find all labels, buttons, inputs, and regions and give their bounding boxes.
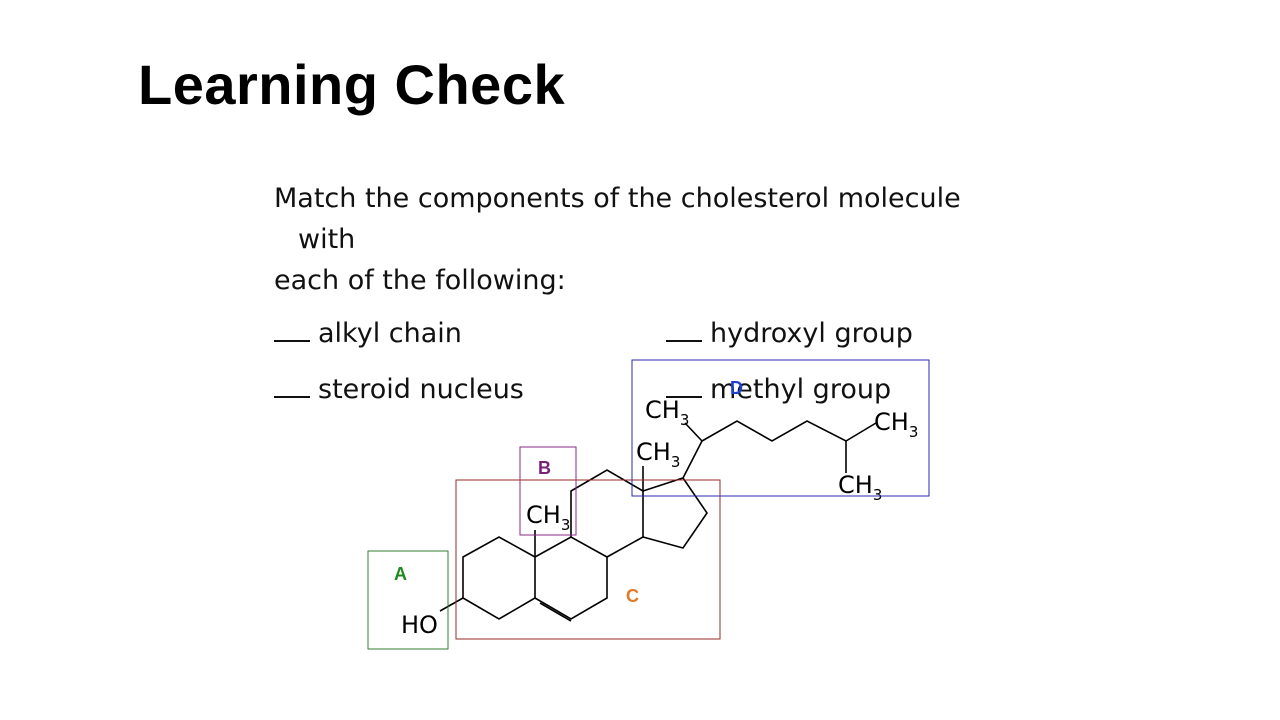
item-steroid-nucleus: steroid nucleus: [274, 374, 524, 405]
answer-blank: [666, 339, 702, 342]
label-b: B: [538, 458, 551, 478]
ch-text: CH: [838, 471, 873, 499]
instruction-line-3: each of the following:: [274, 265, 566, 296]
item-label: hydroxyl group: [710, 318, 913, 349]
item-label: steroid nucleus: [318, 374, 524, 405]
item-hydroxyl-group: hydroxyl group: [666, 318, 913, 349]
ch-text: CH: [645, 396, 680, 424]
label-c: C: [626, 586, 639, 606]
item-label: alkyl chain: [318, 318, 462, 349]
item-alkyl-chain: alkyl chain: [274, 318, 462, 349]
subscript: 3: [909, 423, 919, 441]
ring-b: [534, 536, 608, 620]
subscript: 3: [680, 411, 690, 429]
box-c: [455, 479, 721, 640]
atom-labels: HO CH3 CH3 CH3 CH3 CH3: [401, 396, 918, 639]
subscript: 3: [561, 516, 571, 534]
item-methyl-group: methyl group: [666, 374, 891, 405]
ch-text: CH: [526, 501, 561, 529]
side-chain-methyl-bond: [684, 422, 703, 442]
answer-blank: [274, 395, 310, 398]
ho-label: HO: [401, 611, 438, 639]
hydroxyl-bond: [439, 597, 464, 612]
instruction-line-1: Match the components of the cholesterol …: [274, 183, 961, 214]
ch3-label-21: CH3: [645, 396, 689, 429]
label-a: A: [394, 564, 407, 584]
subscript: 3: [671, 453, 681, 471]
box-b: [519, 446, 577, 536]
ch3-label-b: CH3: [526, 501, 570, 534]
instruction-line-2: with: [298, 224, 356, 255]
ch3-label-13: CH3: [636, 438, 680, 471]
double-bond: [539, 602, 572, 622]
ch3-label-27: CH3: [838, 471, 882, 504]
item-label: methyl group: [710, 374, 892, 405]
ch-text: CH: [636, 438, 671, 466]
alkyl-side-chain: [682, 420, 877, 479]
box-d: [631, 359, 930, 497]
ch-text: CH: [874, 408, 909, 436]
answer-blank: [666, 395, 702, 398]
ring-d: [642, 477, 708, 549]
slide-title: Learning Check: [138, 53, 566, 116]
label-d: D: [730, 378, 743, 398]
box-a: [367, 550, 449, 650]
ring-a: [462, 536, 536, 620]
ch3-label-26: CH3: [874, 408, 918, 441]
answer-blank: [274, 339, 310, 342]
subscript: 3: [873, 486, 883, 504]
